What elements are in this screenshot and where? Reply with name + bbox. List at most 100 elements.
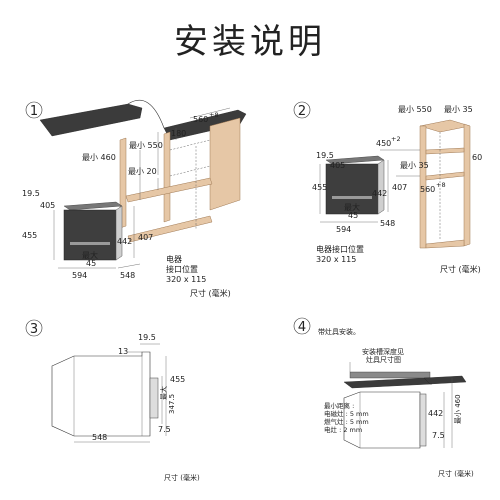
panel-4: 4 带灶具安装。 安装槽深度见 灶具尺寸图 最小距离 : 电磁灶 : 5 mm … bbox=[293, 317, 474, 478]
dim-min-35-side: 最小 35 bbox=[400, 161, 429, 170]
tall-cabinet-shelf-1 bbox=[425, 147, 465, 155]
cooktop-label-1: 安装槽深度见 bbox=[362, 347, 404, 356]
cabinet-side-right bbox=[209, 117, 241, 211]
oven-side-profile bbox=[51, 351, 151, 437]
cabinet-divider bbox=[163, 131, 171, 223]
counter-top-left bbox=[39, 103, 143, 137]
dim-45: 45 bbox=[348, 211, 358, 220]
dim-45: 45 bbox=[86, 259, 96, 268]
dim-560-tolerance: +8 bbox=[436, 181, 446, 189]
tall-cabinet-top bbox=[419, 119, 471, 133]
dim-548: 548 bbox=[380, 219, 395, 228]
dash-line-1 bbox=[169, 139, 211, 151]
panel-1-number-circle bbox=[25, 101, 43, 119]
panel-1-number: 1 bbox=[30, 104, 38, 119]
dim-594: 594 bbox=[336, 225, 351, 234]
dim-max-label: 最大 bbox=[159, 386, 168, 400]
panel-3: 3 19.5 13 455 最大 347.5 7.5 548 尺寸 (毫米) bbox=[25, 319, 200, 482]
cutout-edge bbox=[127, 99, 165, 129]
induction-distance: 电磁灶 : 5 mm bbox=[324, 409, 369, 418]
dim-548: 548 bbox=[120, 271, 135, 280]
power-label-1: 电器 bbox=[166, 254, 182, 264]
dim-442: 442 bbox=[372, 189, 387, 198]
dim-line-560 bbox=[189, 107, 231, 119]
panel-1: 1 560 +8 180 最小 550 最小 460 最小 20 bbox=[22, 99, 247, 298]
oven-door-4 bbox=[419, 393, 427, 447]
countertop-right bbox=[423, 375, 467, 385]
unit-label-1: 尺寸 (毫米) bbox=[190, 288, 231, 298]
oven-1-front bbox=[63, 209, 117, 261]
dim-13: 13 bbox=[118, 347, 128, 356]
panel-3-number-circle bbox=[25, 319, 43, 337]
cabinet-bottom bbox=[127, 215, 213, 243]
dim-60: 60 bbox=[472, 153, 482, 162]
gas-distance: 燃气灶 : 5 mm bbox=[324, 417, 369, 426]
dim-min-550-a: 最小 550 bbox=[129, 141, 163, 150]
cooktop bbox=[349, 371, 431, 379]
power-label: 电器接口位置 bbox=[316, 244, 364, 254]
unit-label-4: 尺寸 (毫米) bbox=[438, 469, 474, 478]
panel-4-note: 带灶具安装。 bbox=[318, 327, 360, 336]
panel-2-number: 2 bbox=[298, 104, 306, 119]
panel-3-number: 3 bbox=[30, 322, 38, 337]
dim-407: 407 bbox=[138, 233, 153, 242]
dim-560: 560 bbox=[193, 115, 208, 124]
power-size: 320 x 115 bbox=[316, 255, 356, 264]
dim-347-5: 347.5 bbox=[168, 394, 176, 414]
dim-548: 548 bbox=[92, 433, 107, 442]
electric-distance: 电灶 : 2 mm bbox=[324, 425, 362, 434]
dim-442: 442 bbox=[117, 237, 132, 246]
countertop bbox=[343, 377, 433, 389]
oven-handle-profile bbox=[149, 377, 159, 419]
power-label-2: 接口位置 bbox=[166, 264, 198, 274]
page-title: 安装说明 bbox=[174, 22, 326, 62]
dim-7-5: 7.5 bbox=[432, 431, 445, 440]
panel-4-number-circle bbox=[293, 317, 311, 335]
dim-450-tolerance: +2 bbox=[391, 135, 401, 143]
tall-cabinet-right-side bbox=[463, 123, 471, 247]
unit-label-3: 尺寸 (毫米) bbox=[164, 473, 200, 482]
dim-180: 180 bbox=[171, 129, 186, 138]
oven-2-side bbox=[377, 159, 385, 215]
oven-1-top bbox=[63, 201, 123, 211]
cooktop-label-2: 灶具尺寸图 bbox=[366, 355, 401, 364]
oven-2-front bbox=[325, 163, 379, 215]
dim-max-label: 最大 bbox=[82, 250, 98, 260]
dim-max-label: 最大 bbox=[344, 202, 360, 212]
dim-19-5: 19.5 bbox=[22, 189, 40, 198]
dim-407: 407 bbox=[392, 183, 407, 192]
dim-405: 405 bbox=[330, 161, 345, 170]
tall-cabinet-bottom bbox=[425, 239, 465, 249]
dim-19-5: 19.5 bbox=[316, 151, 334, 160]
dim-min-35-top: 最小 35 bbox=[444, 105, 473, 114]
dash-line-2 bbox=[169, 165, 211, 177]
dim-min-460: 最小 460 bbox=[453, 394, 462, 424]
dim-594: 594 bbox=[72, 271, 87, 280]
dim-min-20: 最小 20 bbox=[128, 167, 157, 176]
unit-label-2: 尺寸 (毫米) bbox=[440, 264, 481, 274]
dim-405: 405 bbox=[40, 201, 55, 210]
oven-1-side bbox=[115, 205, 123, 261]
dim-line-548 bbox=[117, 263, 141, 269]
power-size: 320 x 115 bbox=[166, 275, 206, 284]
panel-2: 2 最小 550 最小 35 450 +2 最小 35 60 560 +8 19… bbox=[293, 101, 482, 274]
dim-450: 450 bbox=[376, 139, 391, 148]
cabinet-shelf bbox=[125, 177, 213, 203]
dim-19-5: 19.5 bbox=[138, 333, 156, 342]
dim-min-550: 最小 550 bbox=[398, 105, 432, 114]
dim-455: 455 bbox=[170, 375, 185, 384]
dim-442: 442 bbox=[428, 409, 443, 418]
dim-455: 455 bbox=[312, 183, 327, 192]
dim-560-tolerance: +8 bbox=[209, 111, 219, 119]
dim-min-460: 最小 460 bbox=[82, 153, 116, 162]
oven-2-handle bbox=[332, 196, 372, 199]
tall-cabinet-shelf-2 bbox=[425, 171, 465, 181]
dim-7-5: 7.5 bbox=[158, 425, 171, 434]
oven-1-handle bbox=[70, 242, 110, 245]
panel-2-number-circle bbox=[293, 101, 311, 119]
dim-560: 560 bbox=[420, 185, 435, 194]
dim-455: 455 bbox=[22, 231, 37, 240]
panel-4-number: 4 bbox=[298, 320, 306, 335]
min-distance-label: 最小距离 : bbox=[324, 401, 354, 410]
